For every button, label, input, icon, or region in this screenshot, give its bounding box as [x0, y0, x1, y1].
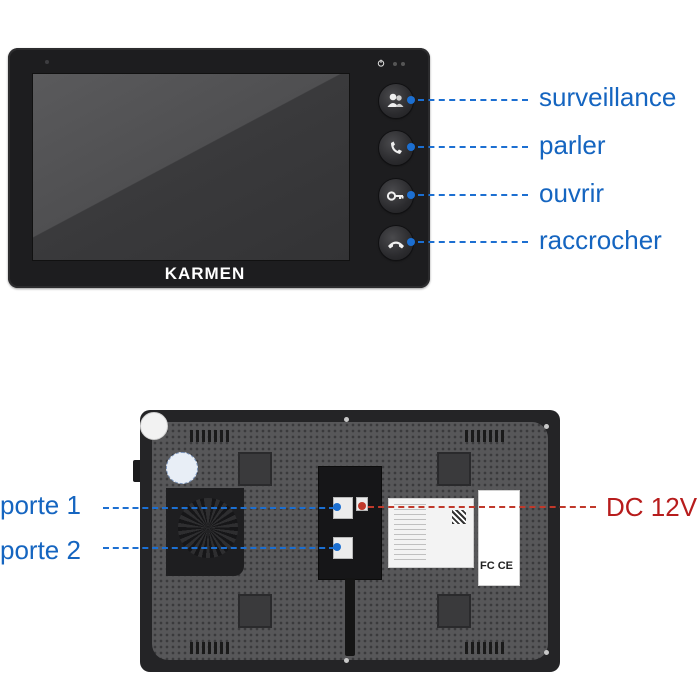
vent-grille — [190, 430, 232, 442]
mount-foot — [437, 452, 471, 486]
mount-foot — [238, 452, 272, 486]
warranty-seal — [166, 452, 198, 484]
brand-logo: KARMEN — [164, 264, 246, 283]
vent-grille — [465, 430, 507, 442]
screw — [344, 658, 349, 663]
label-raccrocher: raccrocher — [539, 225, 662, 255]
callout-leader — [368, 506, 596, 508]
label-dc-12v: DC 12V — [606, 492, 698, 522]
callout-leader — [103, 507, 335, 509]
label-surveillance: surveillance — [539, 82, 677, 112]
power-icon — [377, 59, 385, 67]
label-ouvrir: ouvrir — [539, 178, 605, 208]
monitor-screen — [32, 73, 350, 261]
wire-cable — [345, 578, 355, 656]
screw — [344, 417, 349, 422]
label-porte-2: porte 2 — [0, 535, 81, 565]
camera-pinhole — [45, 60, 49, 64]
hangup-icon — [388, 241, 404, 249]
qr-code — [452, 510, 466, 524]
callout-dot — [407, 143, 415, 151]
vent-grille — [465, 642, 507, 654]
callout-dot — [407, 96, 415, 104]
mount-foot — [437, 594, 471, 628]
label-parler: parler — [539, 130, 606, 160]
callout-leader — [418, 241, 528, 243]
callout-leader — [418, 146, 528, 148]
screw — [544, 650, 549, 655]
callout-dot — [358, 502, 366, 510]
callout-dot — [407, 238, 415, 246]
callout-leader — [418, 99, 528, 101]
terminal-compartment — [318, 466, 382, 580]
callout-dot — [333, 503, 341, 511]
ce-mark: FC CE — [480, 560, 513, 572]
screw — [544, 424, 549, 429]
phone-icon — [391, 141, 402, 154]
round-sticker — [140, 412, 168, 440]
label-text-lines — [394, 504, 426, 560]
callout-leader — [418, 194, 528, 196]
callout-dot — [407, 191, 415, 199]
callout-dot — [333, 543, 341, 551]
key-icon — [386, 191, 404, 201]
people-icon — [387, 93, 404, 107]
side-mount-tab — [133, 460, 142, 482]
callout-leader — [103, 547, 335, 549]
surveillance-button[interactable] — [379, 84, 413, 118]
label-porte-1: porte 1 — [0, 490, 81, 520]
mount-foot — [238, 594, 272, 628]
status-led — [401, 62, 405, 66]
talk-button[interactable] — [379, 131, 413, 165]
vent-grille — [190, 642, 232, 654]
status-led — [393, 62, 397, 66]
